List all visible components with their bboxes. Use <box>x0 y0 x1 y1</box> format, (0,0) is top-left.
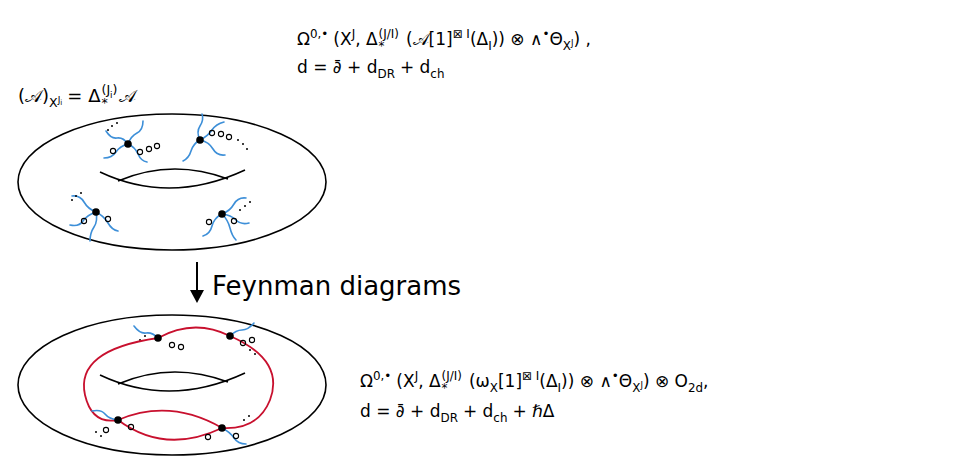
script-stack: (Ji)* <box>101 83 117 109</box>
top-torus <box>18 114 326 250</box>
formula-symbol: * <box>379 39 385 53</box>
external-legs <box>70 114 249 241</box>
formula-symbol: J <box>640 380 643 390</box>
formula-symbol: )) ⊗ ∧ <box>561 371 612 391</box>
formula-line: (𝒜)XJi= Δ(Ji)*𝒜 <box>18 82 136 115</box>
formula-symbol: (Δ <box>470 29 488 49</box>
formula-symbol: Θ <box>619 371 632 391</box>
formula-symbol: DR <box>377 67 394 81</box>
formula-symbol: J <box>352 27 356 41</box>
formula-symbol: * <box>101 95 107 110</box>
formula-symbol: (X <box>333 29 351 49</box>
vertex-dots <box>114 332 234 432</box>
formula-symbol: X <box>49 95 58 110</box>
formula-symbol: = Δ <box>67 85 100 106</box>
superscript-row: (Ji) <box>101 83 117 96</box>
formula-symbol: I <box>558 381 562 395</box>
formula-symbol: , Δ <box>418 371 440 391</box>
script-stack: (J/I)* <box>379 28 399 53</box>
formula-symbol: (J/I) <box>442 369 462 383</box>
arrow <box>190 262 204 303</box>
formula-symbol: + d <box>463 401 493 421</box>
propagators <box>84 327 273 439</box>
formula-symbol: X <box>632 381 640 395</box>
formula-symbol: (J/I) <box>379 27 399 41</box>
formula-symbol: ch <box>493 411 507 425</box>
formula-symbol: (𝒜) <box>18 85 49 106</box>
formula-symbol: )) ⊗ ∧ <box>492 29 543 49</box>
formula-symbol: d = ∂̄ + d <box>360 401 440 421</box>
arrow-label-line: Feynman diagrams <box>212 266 461 308</box>
formula-symbol: X <box>563 39 571 53</box>
formula-symbol: + d <box>400 57 430 77</box>
script-stack: (J/I)* <box>442 370 462 395</box>
formula-symbol: 2d <box>688 381 703 395</box>
formula-symbol: 0,• <box>373 369 391 383</box>
formula-symbol: + ℏΔ <box>512 401 554 421</box>
formula-symbol: (ω <box>469 371 490 391</box>
open-circles <box>103 337 254 439</box>
formula-line: d = ∂̄ + dDR + dch + ℏΔ <box>360 398 555 427</box>
formula-symbol: ⊠ I <box>522 369 539 383</box>
formula-symbol: 𝒜 <box>119 85 136 106</box>
formula-symbol: ⊠ I <box>453 27 470 41</box>
formula-symbol: ) , <box>574 29 591 49</box>
superscript-row: (J/I) <box>442 370 462 383</box>
formula-symbol: 0,• <box>310 27 328 41</box>
formula-line: Ω0,•(XJ, Δ(J/I)*(𝒜[1]⊠ I(ΔI)) ⊗ ∧•ΘXJ) , <box>297 26 591 56</box>
formula-symbol: (Δ <box>539 371 557 391</box>
superscript-row: (J/I) <box>379 28 399 41</box>
bottom-torus <box>18 315 326 455</box>
subscript-row: * <box>101 96 117 109</box>
external-legs <box>92 323 254 444</box>
formula-symbol: J <box>58 95 61 105</box>
formula-symbol: , <box>703 371 708 391</box>
formula-symbol: i <box>60 98 62 107</box>
formula-symbol: Ω <box>360 371 373 391</box>
formula-symbol: (𝒜[1] <box>406 29 453 49</box>
formula-symbol: [1] <box>498 371 522 391</box>
formula-symbol: i <box>110 90 112 100</box>
formula-line: Ω0,•(XJ, Δ(J/I)*(ωX[1]⊠ I(ΔI)) ⊗ ∧•ΘXJ) … <box>360 368 709 398</box>
formula-symbol: (J <box>101 82 110 97</box>
subscript-row: * <box>379 40 399 53</box>
formula-symbol: • <box>542 27 549 41</box>
formula-symbol: ch <box>430 67 444 81</box>
formula-symbol: (X <box>396 371 414 391</box>
formula-symbol: DR <box>440 411 457 425</box>
formula-symbol: X <box>490 381 498 395</box>
formula-symbol: * <box>442 381 448 395</box>
formula-symbol: Ω <box>297 29 310 49</box>
formula-symbol: d = ∂̄ + d <box>297 57 377 77</box>
arrow-label: Feynman diagrams <box>212 271 461 301</box>
subscript-row: * <box>442 382 462 395</box>
formula-symbol: , Δ <box>355 29 377 49</box>
formula-symbol: • <box>612 369 619 383</box>
formula-symbol: I <box>488 39 492 53</box>
open-circles <box>81 130 236 224</box>
formula-symbol: J <box>571 38 574 48</box>
formula-symbol: ) ⊗ O <box>643 371 688 391</box>
formula-symbol: Θ <box>549 29 562 49</box>
formula-line: d = ∂̄ + dDR + dch <box>297 54 444 83</box>
formula-symbol: ) <box>113 82 118 97</box>
formula-symbol: J <box>415 369 419 383</box>
